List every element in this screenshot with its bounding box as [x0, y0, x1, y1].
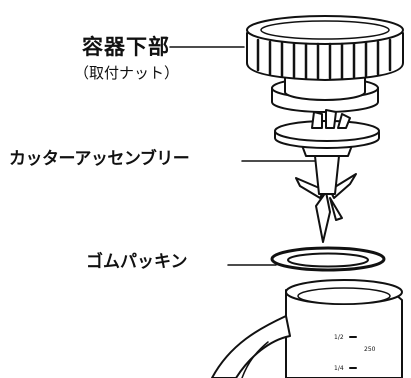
- label-rubber-gasket: ゴムパッキン: [86, 252, 188, 272]
- blender-jar: [211, 279, 403, 378]
- label-container-base: 容器下部: [82, 35, 170, 59]
- rubber-gasket: [270, 246, 386, 272]
- container-base-nut: [246, 15, 404, 113]
- label-cutter-assembly: カッターアッセンブリー: [9, 149, 190, 169]
- jar-mark-b: 250: [364, 346, 376, 353]
- jar-mark-c: 1/4: [334, 365, 344, 372]
- cutter-assembly: [274, 109, 380, 243]
- jar-mark-a: 1/2: [334, 334, 344, 341]
- label-container-base-sub: （取付ナット）: [74, 64, 180, 82]
